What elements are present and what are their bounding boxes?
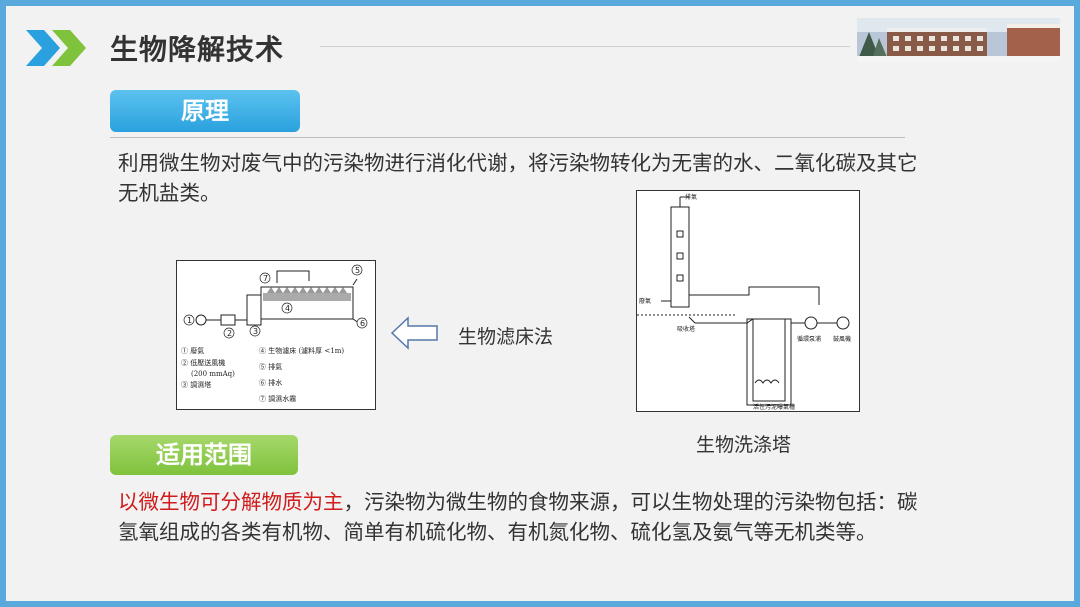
- biofilter-num-4: 4: [285, 304, 290, 313]
- left-arrow-icon: [390, 316, 438, 350]
- biofilter-legend-6: ⑥ 排水: [259, 378, 282, 387]
- section-divider: [110, 137, 905, 138]
- scrubber-inlet-label: 廢氣: [639, 297, 651, 305]
- scrubber-pump-label: 循環泵浦: [797, 335, 821, 343]
- biofilter-num-2: 2: [227, 329, 232, 338]
- scope-text: ，污染物为微生物的食物来源，可以生物处理的污染物包括：碳氢氧组成的各类有机物、简…: [118, 490, 918, 544]
- scope-highlight: 以微生物可分解物质为主: [118, 490, 344, 514]
- biofilter-illustration: 7 5 1 2 3 4 6 ① 廢氣 ② 低壓送風機 (200 mmAq) ③ …: [181, 264, 368, 403]
- biofilter-legend-5: ⑤ 排氣: [259, 362, 282, 371]
- scrubber-tower-label: 吸收塔: [677, 325, 695, 333]
- biofilter-num-1: 1: [187, 316, 192, 325]
- biofilter-legend-7: ⑦ 調濕水霧: [259, 394, 296, 403]
- biofilter-num-7: 7: [263, 274, 268, 283]
- scope-tag: 适用范围: [110, 435, 298, 475]
- biofilter-num-5: 5: [355, 266, 360, 275]
- principle-tag: 原理: [110, 90, 300, 132]
- title-divider: [320, 46, 850, 47]
- principle-text: 利用微生物对废气中的污染物进行消化代谢，将污染物转化为无害的水、二氧化碳及其它无…: [118, 151, 918, 205]
- scrubber-tank-label: 活性污泥曝氣槽: [753, 403, 795, 411]
- biofilter-legend-3: ③ 調濕塔: [181, 380, 211, 389]
- biofilter-num-6: 6: [360, 319, 365, 328]
- biofilter-legend-1: ① 廢氣: [181, 346, 204, 355]
- biofilter-caption: 生物滤床法: [458, 326, 554, 348]
- scrubber-diagram: 排氣 廢氣 吸收塔 循環泵浦 鼓風機 活性污泥曝氣槽: [636, 190, 860, 412]
- biofilter-diagram: 7 5 1 2 3 4 6 ① 廢氣 ② 低壓送風機 (200 mmAq) ③ …: [176, 260, 376, 410]
- scrubber-caption: 生物洗涤塔: [696, 434, 792, 456]
- chevron-icon: [26, 30, 86, 66]
- biofilter-legend-2: ② 低壓送風機: [181, 358, 225, 367]
- scrubber-illustration: 排氣 廢氣 吸收塔 循環泵浦 鼓風機 活性污泥曝氣槽: [637, 193, 851, 411]
- campus-photo: [857, 18, 1060, 62]
- scope-paragraph: 以微生物可分解物质为主，污染物为微生物的食物来源，可以生物处理的污染物包括：碳氢…: [118, 487, 918, 547]
- biofilter-num-3: 3: [253, 327, 258, 336]
- scrubber-blower-label: 鼓風機: [833, 335, 851, 343]
- page-title: 生物降解技术: [110, 33, 285, 66]
- scrubber-exhaust-label: 排氣: [685, 193, 697, 201]
- biofilter-legend-2b: (200 mmAq): [191, 370, 235, 378]
- biofilter-legend-4: ④ 生物濾床 (濾料厚 <1m): [259, 346, 344, 355]
